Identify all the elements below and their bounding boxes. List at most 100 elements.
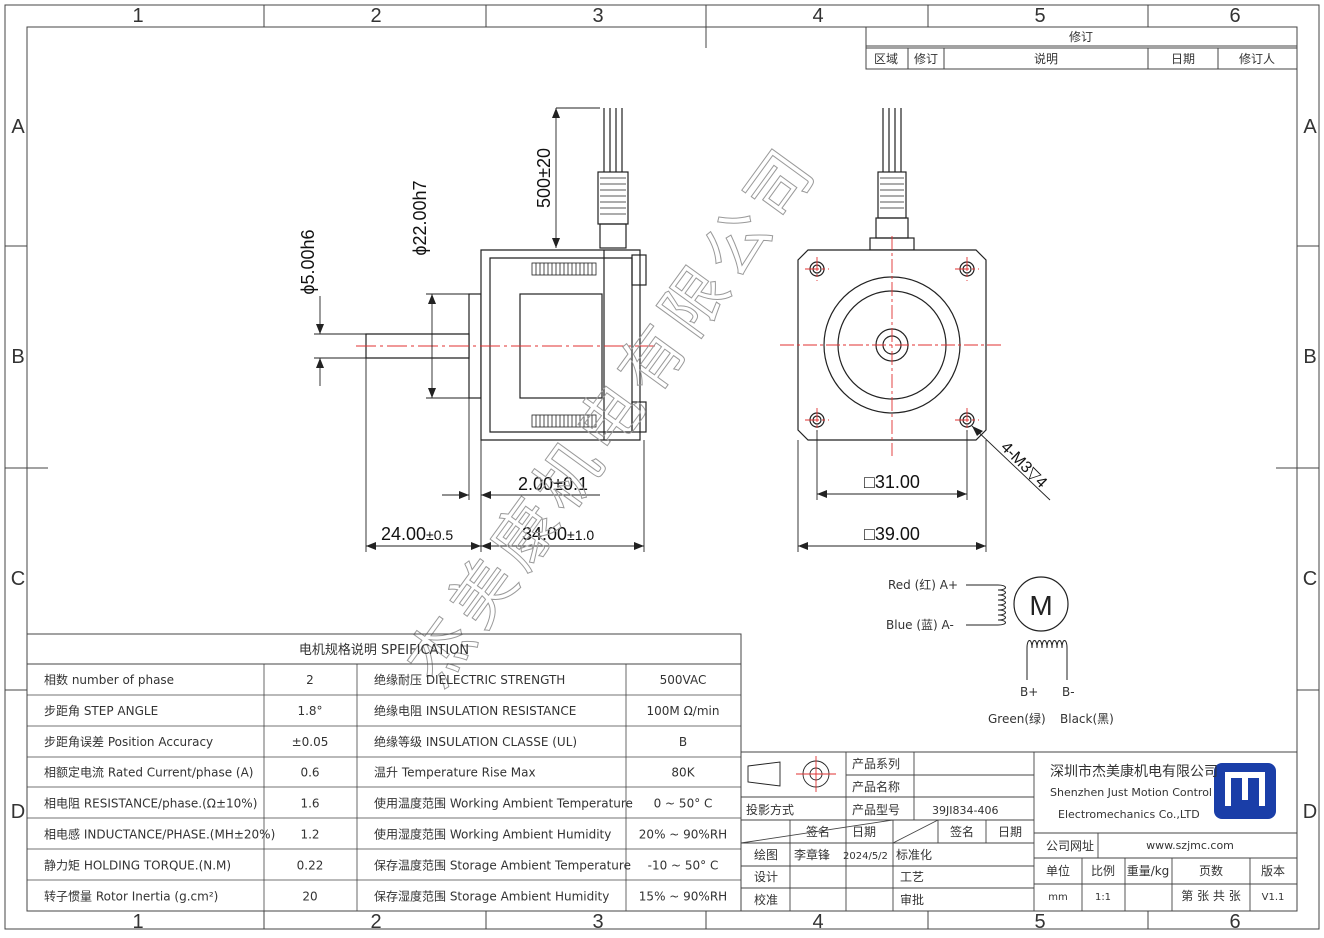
revision-header-by: 修订人	[1239, 51, 1275, 66]
spec-label-left: 步距角 STEP ANGLE	[44, 704, 158, 718]
zone-dividers	[5, 5, 1319, 929]
spec-value-left: 1.2	[300, 828, 319, 842]
spec-label-right: 绝缘电阻 INSULATION RESISTANCE	[374, 703, 576, 718]
col-label-4-bottom: 4	[812, 911, 823, 933]
dim-flange-diameter: ϕ22.00h7	[410, 180, 430, 255]
side-view	[314, 107, 656, 552]
value-product-model: 39JI834-406	[932, 804, 998, 817]
value-version: V1.1	[1262, 892, 1285, 903]
spec-value-left: ±0.05	[292, 735, 329, 749]
coil-b-icon	[1026, 640, 1068, 680]
label-website: 公司网址	[1046, 839, 1094, 853]
row-label-b: B	[11, 346, 24, 368]
spec-table: 电机规格说明 SPEIFICATION 相数 number of phase 2 绝…	[26, 633, 742, 912]
dim-shaft-length: 24.00±0.5	[381, 524, 453, 544]
label-approve: 审批	[900, 892, 924, 907]
company-name-en-1: Shenzhen Just Motion Control	[1050, 786, 1212, 799]
spec-label-right: 使用温度范围 Working Ambient Temperature	[374, 796, 633, 811]
label-product-series: 产品系列	[852, 757, 900, 771]
revision-header-date: 日期	[1171, 52, 1195, 66]
revision-table: 修订 区域 修订 说明 日期 修订人	[865, 26, 1298, 70]
label-product-model: 产品型号	[852, 803, 900, 817]
spec-label-left: 相数 number of phase	[44, 672, 174, 687]
title-block	[740, 751, 1298, 912]
revision-title: 修订	[1069, 29, 1093, 44]
wire-blue-label: Blue (蓝) A-	[886, 618, 954, 632]
dim-body-width: □39.00	[864, 524, 920, 544]
coil-a-icon	[966, 584, 1006, 626]
label-pages: 页数	[1199, 863, 1223, 878]
label-date: 日期	[852, 825, 876, 839]
col-label-2: 2	[370, 5, 381, 27]
motor-symbol: M	[1029, 590, 1052, 621]
label-scale: 比例	[1091, 864, 1115, 878]
spec-value-right: -10 ~ 50° C	[648, 858, 719, 872]
spec-value-left: 1.8°	[297, 704, 322, 718]
revision-header-desc: 说明	[1034, 51, 1058, 66]
row-label-d: D	[11, 801, 25, 823]
spec-label-left: 相电感 INDUCTANCE/PHASE.(MH±20%)	[44, 827, 275, 842]
cable-side	[597, 108, 629, 249]
wire-red-label: Red (红) A+	[888, 577, 958, 592]
spec-label-left: 转子惯量 Rotor Inertia (g.cm²)	[44, 888, 218, 903]
dim-body-length: 34.00±1.0	[522, 524, 594, 544]
label-projection: 投影方式	[746, 802, 794, 817]
wire-b-plus-label: B+	[1020, 685, 1038, 699]
col-label-1: 1	[132, 5, 143, 27]
spec-label-right: 保存温度范围 Storage Ambient Temperature	[374, 857, 631, 872]
spec-value-left: 0.6	[300, 766, 319, 780]
col-label-2-bottom: 2	[370, 911, 381, 933]
dim-hole-spacing: □31.00	[864, 472, 920, 492]
dim-cable-length: 500±20	[534, 148, 554, 208]
value-unit: mm	[1048, 892, 1067, 903]
spec-value-right: 100M Ω/min	[647, 704, 720, 718]
spec-label-left: 相电阻 RESISTANCE/phase.(Ω±10%)	[44, 797, 257, 811]
dim-shaft-diameter: ϕ5.00h6	[298, 229, 318, 294]
projection-icon	[747, 756, 836, 792]
spec-label-right: 温升 Temperature Rise Max	[374, 766, 536, 780]
col-label-5-bottom: 5	[1034, 911, 1045, 933]
label-standard: 标准化	[896, 848, 932, 862]
spec-label-left: 步距角误差 Position Accuracy	[44, 735, 213, 749]
col-label-3: 3	[592, 5, 603, 27]
label-weight: 重量/kg	[1127, 864, 1170, 878]
row-label-a-right: A	[1303, 116, 1317, 138]
col-label-6-bottom: 6	[1229, 911, 1240, 933]
col-label-1-bottom: 1	[132, 911, 143, 933]
row-label-b-right: B	[1303, 346, 1316, 368]
label-version: 版本	[1261, 864, 1285, 878]
spec-title: 电机规格说明 SPEIFICATION	[299, 642, 469, 658]
label-process: 工艺	[900, 870, 924, 884]
label-date-2: 日期	[998, 825, 1022, 839]
revision-header-rev: 修订	[914, 51, 938, 66]
wiring-diagram: M Red (红) A+ Blue (蓝) A- B+ B- Green(绿) …	[886, 576, 1114, 726]
company-name-en-2: Electromechanics Co.,LTD	[1058, 808, 1200, 821]
col-label-5: 5	[1034, 5, 1045, 27]
col-label-4: 4	[812, 5, 823, 27]
spec-value-right: 15% ~ 90%RH	[639, 889, 727, 903]
wire-b-minus-label: B-	[1062, 685, 1075, 699]
company-logo	[1214, 763, 1276, 819]
spec-label-right: 使用湿度范围 Working Ambient Humidity	[374, 827, 611, 842]
label-sign: 签名	[806, 824, 830, 839]
wire-black-label: Black(黑)	[1060, 712, 1114, 726]
spec-label-left: 相额定电流 Rated Current/phase (A)	[44, 765, 253, 780]
outer-border	[4, 4, 1320, 930]
row-label-d-right: D	[1303, 801, 1317, 823]
label-design: 设计	[754, 870, 778, 884]
spec-label-right: 绝缘耐压 DIELECTRIC STRENGTH	[374, 672, 565, 687]
value-scale: 1:1	[1095, 892, 1111, 903]
row-label-c: C	[11, 568, 25, 590]
label-drawn: 绘图	[754, 847, 778, 862]
row-label-c-right: C	[1303, 568, 1317, 590]
label-unit: 单位	[1046, 863, 1070, 878]
spec-value-left: 20	[302, 889, 317, 903]
value-drawn-date: 2024/5/2	[843, 851, 888, 862]
company-name-cn: 深圳市杰美康机电有限公司	[1050, 763, 1218, 780]
revision-header-zone: 区域	[874, 52, 898, 66]
col-label-3-bottom: 3	[592, 911, 603, 933]
dim-flange-thickness: 2.00±0.1	[518, 474, 588, 494]
spec-value-left: 1.6	[300, 797, 319, 811]
spec-value-left: 2	[306, 673, 314, 687]
